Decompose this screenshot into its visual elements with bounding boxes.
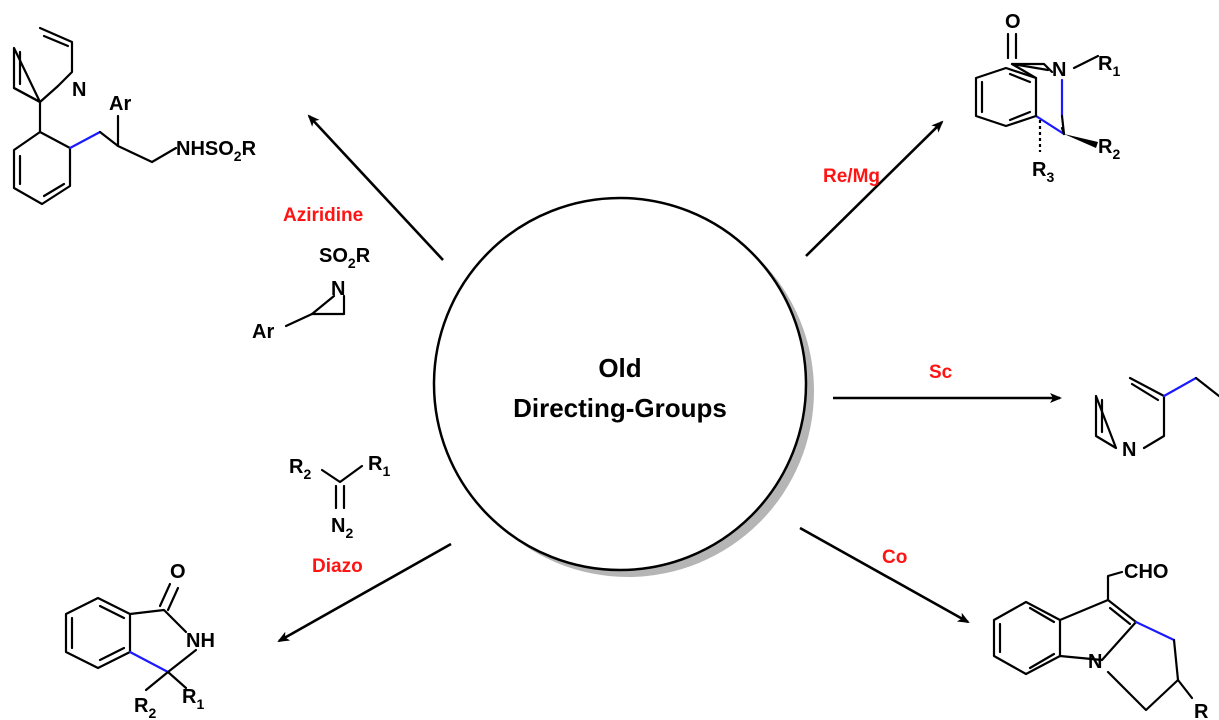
isoindolinone-nh-label: NH: [186, 630, 215, 652]
diazo-r2-label: R2: [289, 456, 311, 482]
indole-n-label: N: [1088, 651, 1102, 673]
aziridine-n-label: N: [331, 278, 345, 300]
pyrroloindole-r-label: R: [1194, 701, 1209, 720]
lactam-n-label: N: [1052, 59, 1066, 81]
aziridine-reagent: SO2R N Ar: [252, 245, 371, 343]
isoindolinone-r2-label: R2: [134, 695, 156, 720]
product-alkylpyridine: N: [1094, 376, 1219, 461]
arrow-aziridine: [307, 114, 444, 261]
diazo-reagent: R2 R1 N2: [289, 453, 390, 541]
diazo-n2-label: N2: [331, 515, 353, 541]
aryl-substituent-label: Ar: [109, 93, 131, 115]
isoindolinone-r1-label: R1: [182, 686, 204, 712]
carbonyl-o-label: O: [1005, 11, 1021, 33]
reagent-co: Co: [882, 547, 907, 568]
r1-label: R1: [1098, 53, 1120, 79]
sulfonyl-label: SO2R: [319, 245, 371, 271]
reagent-diazo: Diazo: [312, 556, 363, 577]
product-isoindolinone: O NH R2 R1: [64, 561, 215, 720]
pyridine-n-label-2: N: [1122, 439, 1136, 461]
r2-label: R2: [1098, 136, 1120, 162]
arrow-re-mg: [805, 120, 944, 257]
cho-label: CHO: [1124, 561, 1168, 583]
pyridine-n-label: N: [72, 79, 86, 101]
isoindolinone-o-label: O: [170, 561, 186, 583]
reaction-arrows: [277, 114, 1062, 643]
reagent-re-mg: Re/Mg: [823, 166, 880, 187]
reagent-aziridine: Aziridine: [283, 205, 363, 226]
product-aziridine-opening: N Ar NHSO2R: [12, 26, 257, 206]
circle-outline: [432, 196, 808, 572]
diazo-r1-label: R1: [368, 453, 390, 479]
reagent-sc: Sc: [929, 362, 953, 383]
aziridine-ar-label: Ar: [252, 321, 274, 343]
arrow-diazo: [277, 542, 452, 643]
r3-label: R3: [1032, 159, 1054, 185]
product-dihydroisoquinolinone: O N R1 R2 R3: [974, 11, 1120, 185]
center-title-line2: Directing-Groups: [513, 393, 727, 423]
arrow-co: [799, 526, 970, 624]
central-circle: Old Directing-Groups: [432, 196, 814, 577]
center-title-line1: Old: [598, 353, 641, 383]
sulfonamide-label: NHSO2R: [176, 138, 257, 164]
product-pyrroloindole: CHO N R: [992, 561, 1209, 720]
